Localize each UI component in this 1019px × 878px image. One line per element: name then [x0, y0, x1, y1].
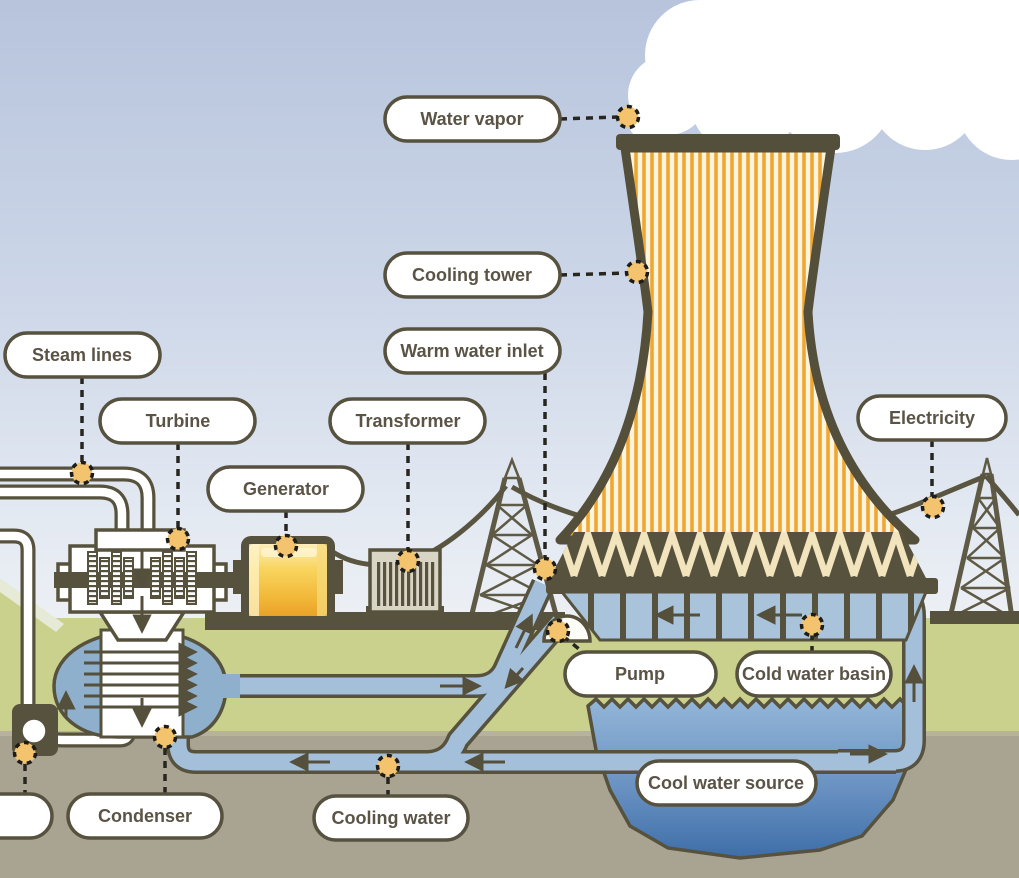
- label-pill: [66, 792, 224, 840]
- label-warm-water-inlet: Warm water inlet: [383, 327, 562, 582]
- label-text: Cooling tower: [412, 265, 532, 285]
- label-pill: [3, 331, 162, 379]
- label-text: Cooling water: [331, 808, 450, 828]
- label-pill: [735, 650, 893, 698]
- label-condenser: Condenser: [66, 724, 224, 840]
- label-pill: [328, 397, 487, 445]
- label-pill: [383, 327, 562, 375]
- label-water-vapor: Water vapor: [383, 95, 641, 143]
- label-text: Steam lines: [32, 345, 132, 365]
- label-text: Water vapor: [420, 109, 523, 129]
- label-text: Condenser: [98, 806, 192, 826]
- water-pipes: [166, 579, 926, 774]
- tower-rim: [616, 134, 840, 150]
- label-pill: [206, 465, 365, 513]
- label-pill: [98, 397, 257, 445]
- callout-dot: [375, 753, 401, 779]
- label-transformer: Transformer: [328, 397, 487, 574]
- label-text: Pump: [615, 664, 665, 684]
- cooling-tower: [555, 134, 920, 545]
- label-pill: [383, 251, 562, 299]
- label-text: Turbine: [146, 411, 211, 431]
- condenser-tubes: [84, 642, 198, 717]
- callout-dot: [920, 494, 946, 520]
- basin-platform: [546, 578, 938, 594]
- tower-fill-zigzag: [550, 532, 926, 578]
- label-pill: [635, 759, 818, 807]
- label-cooling-tower: Cooling tower: [383, 251, 650, 299]
- label-pill: [856, 394, 1008, 442]
- label-steam-lines: Steam lines: [3, 331, 162, 486]
- label-text: Warm water inlet: [400, 341, 543, 361]
- underground-edge: [0, 731, 1019, 736]
- label-pill: [383, 95, 562, 143]
- label-pump: Pump: [545, 618, 718, 698]
- transformer-box: [368, 548, 442, 614]
- callout-dot: [532, 556, 558, 582]
- generator-assembly: [233, 536, 343, 624]
- callout-dot: [395, 548, 421, 574]
- callout-dot: [545, 618, 571, 644]
- label-electricity: Electricity: [856, 394, 1008, 520]
- label-cold-water-basin: Cold water basin: [735, 612, 893, 698]
- label-text: Generator: [243, 479, 329, 499]
- callout-dot: [624, 259, 650, 285]
- water-vapor-cloud: [628, 0, 1019, 160]
- label-generator: Generator: [206, 465, 365, 559]
- turbine-blades: [87, 551, 197, 605]
- callout-dot: [69, 460, 95, 486]
- turbine-assembly: [54, 528, 254, 642]
- label-pill: [0, 792, 54, 840]
- label-text: Electricity: [889, 408, 975, 428]
- cold-water-basin-structure: [558, 590, 929, 642]
- label-cool-water-source: Cool water source: [635, 759, 818, 807]
- label-text: Cold water basin: [742, 664, 886, 684]
- label-text: Cool water source: [648, 773, 804, 793]
- label-turbine: Turbine: [98, 397, 257, 552]
- pump-wheel: [19, 716, 49, 746]
- callout-dot: [12, 740, 38, 766]
- pylon-left: [467, 456, 561, 624]
- label-pill: [312, 794, 470, 842]
- generator-cylinder: [249, 544, 327, 616]
- steam-lines-pipes: [0, 466, 156, 540]
- transformer-assembly: [366, 548, 444, 616]
- label-pump-cutoff: [0, 740, 54, 840]
- callout-dot: [799, 612, 825, 638]
- floor-right: [930, 611, 1019, 624]
- callout-dot: [615, 104, 641, 130]
- label-pill: [563, 650, 718, 698]
- callout-dot: [273, 533, 299, 559]
- label-text: Transformer: [355, 411, 460, 431]
- pylon-right: [947, 457, 1015, 620]
- label-cooling-water: Cooling water: [312, 753, 470, 842]
- condenser-assembly: [52, 628, 240, 739]
- callout-dot: [152, 724, 178, 750]
- callout-dot: [165, 526, 191, 552]
